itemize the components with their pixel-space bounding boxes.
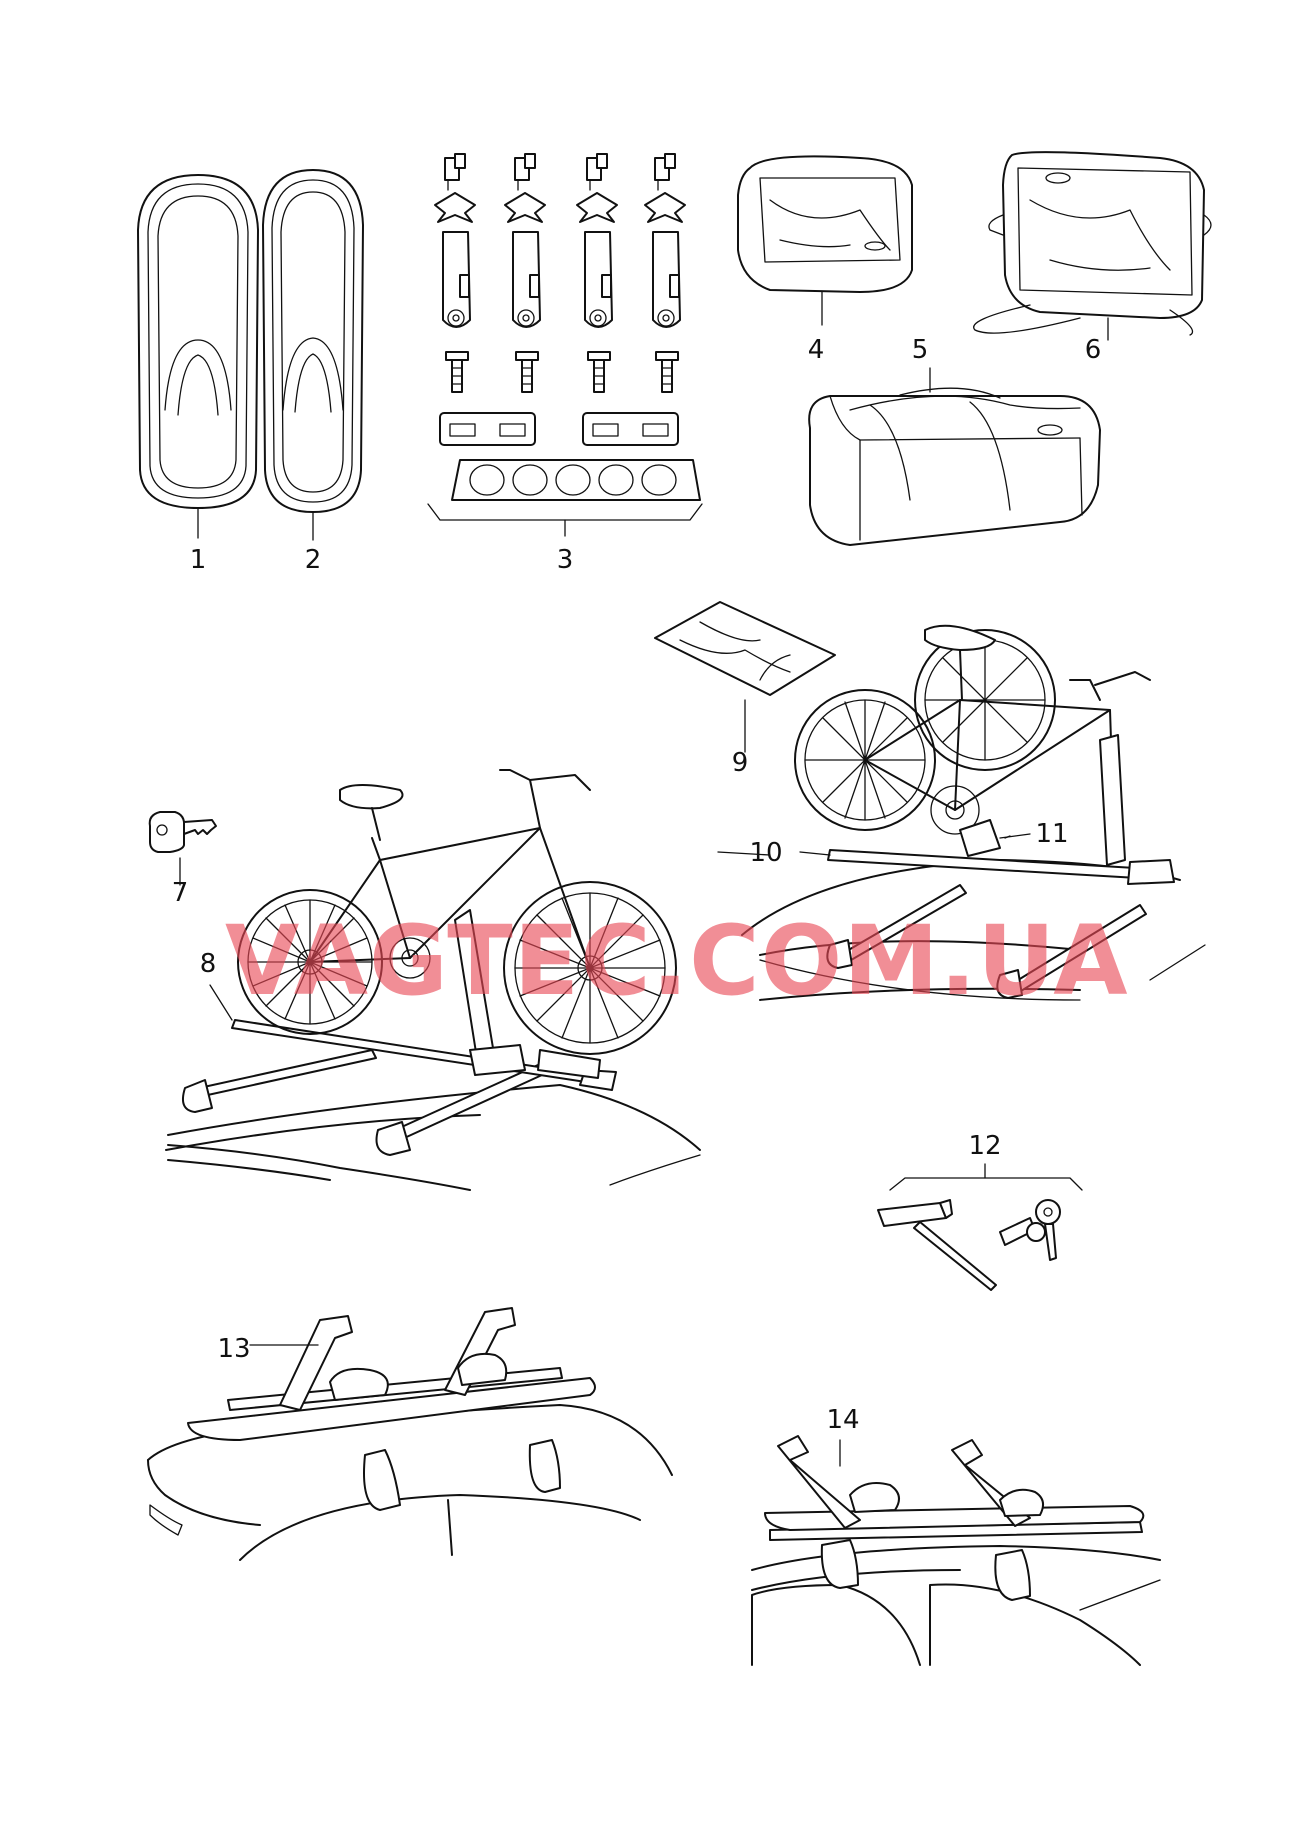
callout-4: 4 xyxy=(807,335,825,365)
leader-11 xyxy=(1004,835,1011,839)
bag-large[interactable] xyxy=(973,151,1212,341)
bag-duffel[interactable] xyxy=(808,367,1101,546)
watermark: VAGTEC.COM.UA xyxy=(225,905,1129,1017)
lock-set[interactable] xyxy=(877,1163,1083,1291)
callout-6: 6 xyxy=(1084,335,1102,365)
bag-small[interactable] xyxy=(737,155,913,326)
callout-8: 8 xyxy=(199,949,217,979)
roof-box-small[interactable] xyxy=(137,174,259,539)
protective-cover[interactable] xyxy=(654,601,836,753)
leader-10 xyxy=(717,851,771,856)
callout-14: 14 xyxy=(826,1405,860,1435)
callout-7: 7 xyxy=(171,878,189,908)
mounting-kit[interactable] xyxy=(427,153,703,537)
callout-1: 1 xyxy=(189,545,207,575)
callout-11: 11 xyxy=(1035,819,1069,849)
callout-12: 12 xyxy=(968,1131,1002,1161)
roof-box-large[interactable] xyxy=(262,169,364,541)
bicycle-fork-mount-rack[interactable] xyxy=(741,624,1206,1001)
callout-9: 9 xyxy=(731,748,749,778)
bicycle-on-roof-rack[interactable] xyxy=(165,769,701,1191)
ski-rack-left[interactable] xyxy=(147,1307,673,1561)
ski-rack-right[interactable] xyxy=(751,1435,1161,1666)
callout-13: 13 xyxy=(217,1334,251,1364)
callout-3: 3 xyxy=(556,545,574,575)
key-icon[interactable] xyxy=(148,811,217,886)
callout-2: 2 xyxy=(304,545,322,575)
callout-5: 5 xyxy=(911,335,929,365)
callout-10: 10 xyxy=(749,838,783,868)
